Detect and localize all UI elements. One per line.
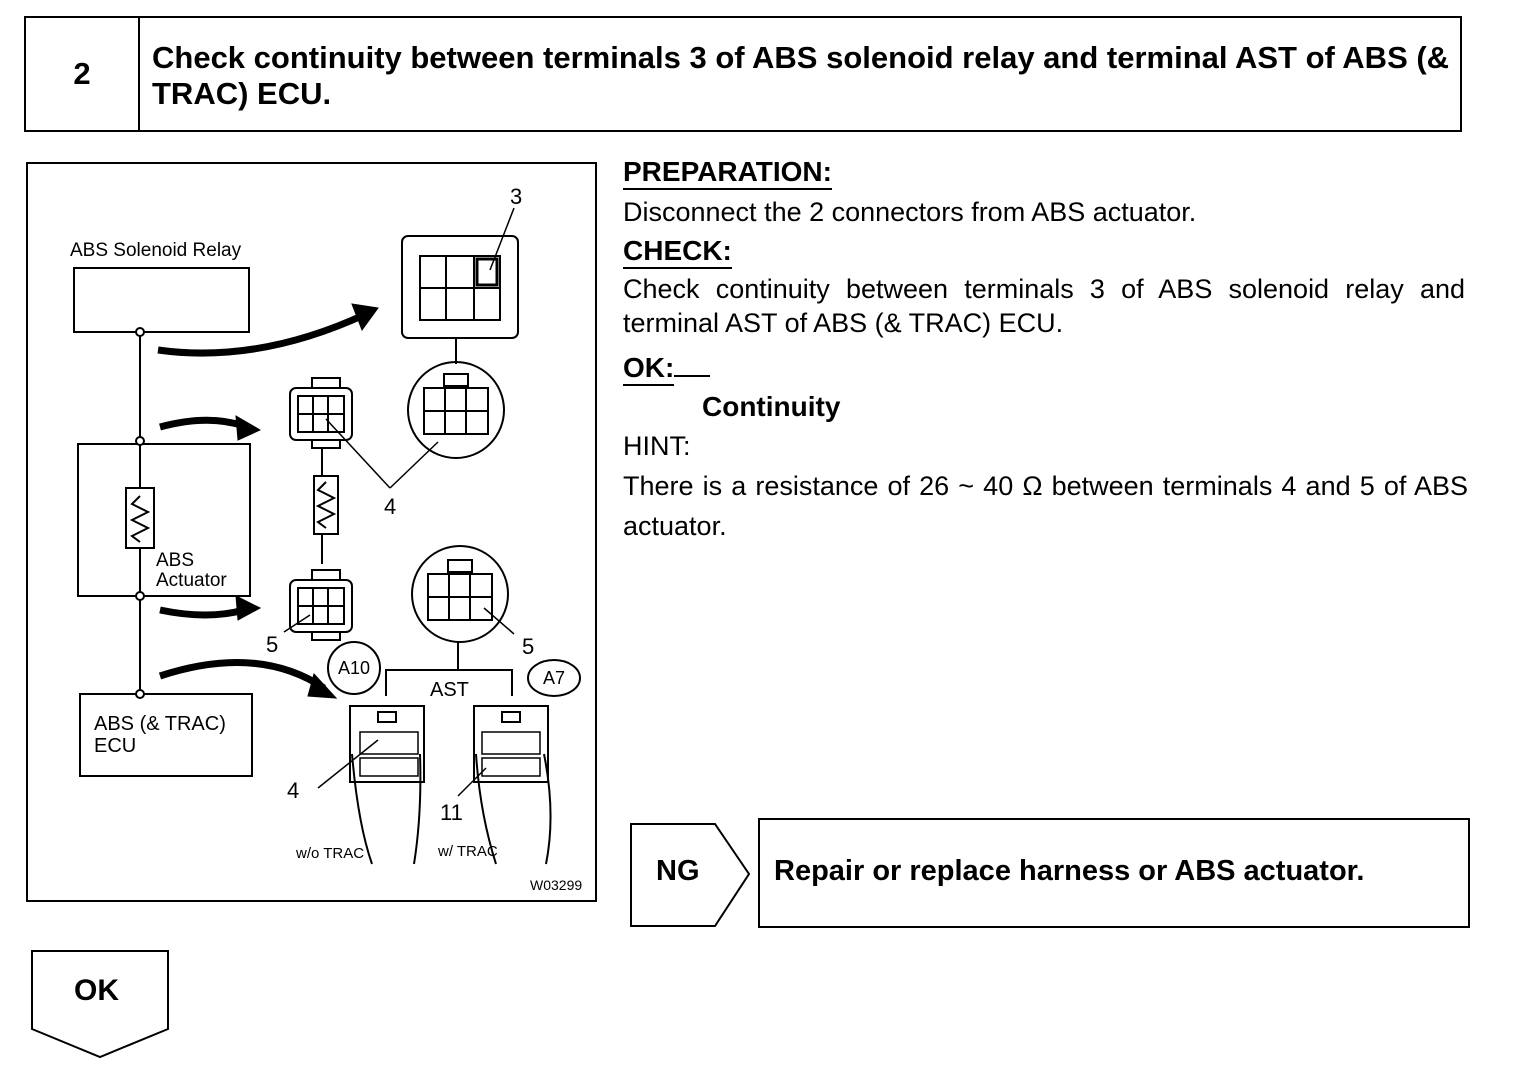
check-heading-text: CHECK: bbox=[623, 235, 732, 269]
actuator-box bbox=[77, 443, 251, 597]
step-number: 2 bbox=[26, 18, 140, 130]
ng-action-box: Repair or replace harness or ABS actuato… bbox=[758, 818, 1470, 928]
junction-dots bbox=[135, 327, 145, 699]
preparation-heading: PREPARATION: bbox=[623, 155, 832, 190]
hint-heading: HINT: bbox=[623, 431, 691, 461]
badge-a10 bbox=[327, 641, 381, 695]
terminal-11-label: 11 bbox=[440, 800, 463, 825]
actuator-resistor bbox=[125, 487, 155, 549]
step-header: 2 Check continuity between terminals 3 o… bbox=[24, 16, 1462, 132]
w-trac-label: w/ TRAC bbox=[437, 843, 498, 860]
round-connector-lower bbox=[411, 545, 509, 643]
hint-text: There is a resistance of 26 ~ 40 Ω betwe… bbox=[623, 471, 1468, 541]
ng-action-text: Repair or replace harness or ABS actuato… bbox=[774, 855, 1365, 887]
check-heading: CHECK: bbox=[623, 234, 732, 269]
actuator-label: ABS bbox=[156, 550, 194, 571]
wo-trac-label: w/o TRAC bbox=[295, 845, 364, 862]
check-text: Check continuity between terminals 3 of … bbox=[623, 274, 1465, 338]
ecu-label: ABS (& TRAC) bbox=[94, 713, 226, 735]
ecu-connector-w-trac bbox=[457, 705, 552, 865]
connector-a10-label: A10 bbox=[338, 658, 370, 678]
ecu-connector-wo-trac bbox=[317, 705, 425, 865]
preparation-text: Disconnect the 2 connectors from ABS act… bbox=[623, 197, 1197, 227]
terminal-4-top-label: 4 bbox=[384, 494, 396, 519]
terminal-4-bottom-label: 4 bbox=[287, 778, 299, 803]
figure-code: W03299 bbox=[530, 877, 582, 893]
relay-connector bbox=[401, 235, 519, 339]
ast-label: AST bbox=[430, 679, 469, 701]
terminal-5-left-label: 5 bbox=[266, 632, 278, 657]
step-title: Check continuity between terminals 3 of … bbox=[152, 40, 1450, 111]
ok-arrow bbox=[31, 950, 169, 1059]
pointer-arrows bbox=[157, 303, 379, 699]
actuator-label-2: Actuator bbox=[156, 570, 227, 591]
terminal-5-right-label: 5 bbox=[522, 634, 534, 659]
wiring-diagram: ABS Solenoid Relay ABS Actuator ABS (& T… bbox=[26, 162, 597, 902]
relay-label: ABS Solenoid Relay bbox=[70, 240, 242, 261]
ok-result: Continuity bbox=[702, 391, 841, 422]
ecu-label-2: ECU bbox=[94, 735, 136, 757]
ok-heading-text: OK: bbox=[623, 352, 675, 386]
relay-box bbox=[73, 267, 250, 333]
inline-resistor bbox=[313, 475, 339, 535]
terminal-3-label: 3 bbox=[510, 184, 522, 209]
badge-a7 bbox=[527, 659, 581, 697]
preparation-heading-text: PREPARATION: bbox=[623, 156, 832, 190]
wiring-diagram-svg: ABS Solenoid Relay ABS Actuator ABS (& T… bbox=[70, 184, 582, 893]
ok-heading: OK: bbox=[623, 351, 711, 386]
connector-a7-label: A7 bbox=[543, 668, 565, 688]
ng-label: NG bbox=[656, 855, 700, 887]
ecu-box bbox=[79, 693, 253, 777]
round-connector-upper bbox=[407, 361, 505, 459]
ng-arrow bbox=[630, 823, 751, 927]
ok-label: OK bbox=[74, 974, 119, 1007]
